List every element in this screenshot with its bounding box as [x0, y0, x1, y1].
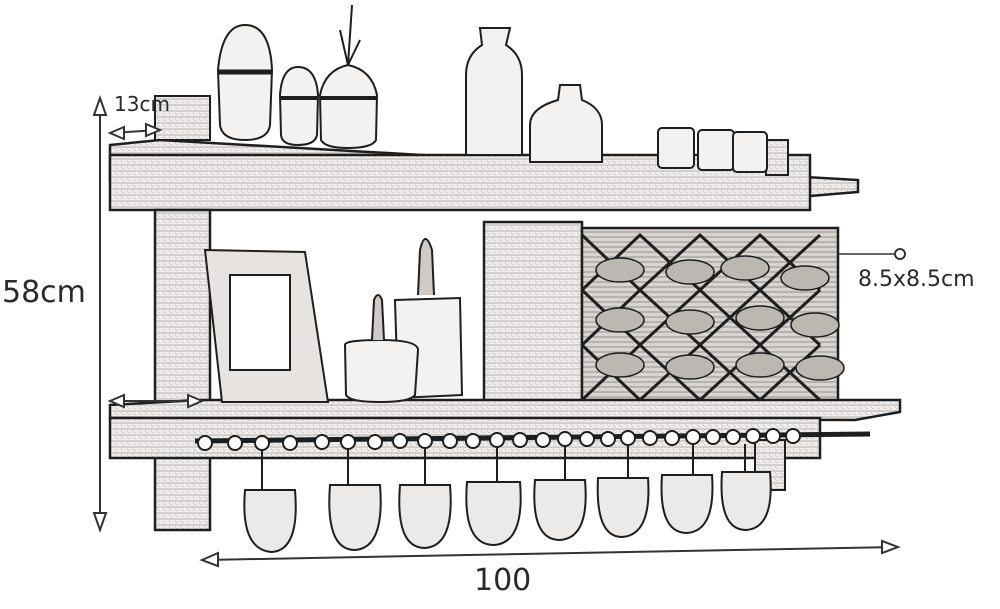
wine-grid [580, 226, 845, 405]
width-label: 100 [474, 563, 532, 598]
bottle-cell-label: 8.5x8.5cm [858, 267, 975, 292]
dimension-lines [92, 94, 906, 568]
wine-glasses [243, 444, 772, 554]
glass-rod [194, 428, 871, 451]
depth-label: 13cm [114, 92, 170, 116]
middle-shelf-items [203, 238, 464, 404]
top-shelf-items [216, 4, 768, 173]
center-divider [482, 220, 584, 404]
left-post [153, 208, 212, 532]
height-label: 58cm [2, 275, 86, 310]
